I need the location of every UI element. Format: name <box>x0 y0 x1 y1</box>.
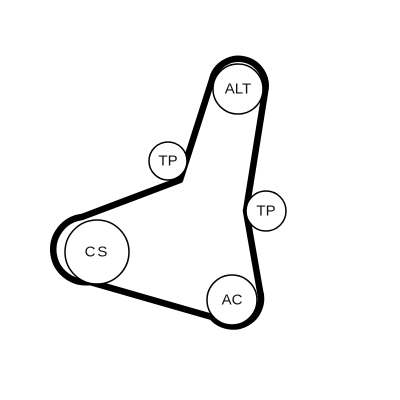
pulley-alt-label: ALT <box>225 81 251 98</box>
pulley-tp-upper-label: TP <box>158 153 177 170</box>
pulley-tp-upper: TP <box>148 141 188 181</box>
pulley-alt: ALT <box>212 63 264 115</box>
belt <box>50 55 269 330</box>
pulley-tp-right-circle <box>245 190 287 232</box>
pulley-cs-circle <box>64 219 130 285</box>
pulley-tp-right: TP <box>245 190 287 232</box>
pulley-cs: CS <box>64 219 130 285</box>
pulley-cs-label: CS <box>85 244 110 261</box>
pulley-tp-right-label: TP <box>256 203 275 220</box>
pulley-ac-label: AC <box>222 292 243 309</box>
pulley-ac-circle <box>206 274 258 326</box>
pulley-alt-circle <box>212 63 264 115</box>
pulley-ac: AC <box>206 274 258 326</box>
pulley-tp-upper-circle <box>148 141 188 181</box>
